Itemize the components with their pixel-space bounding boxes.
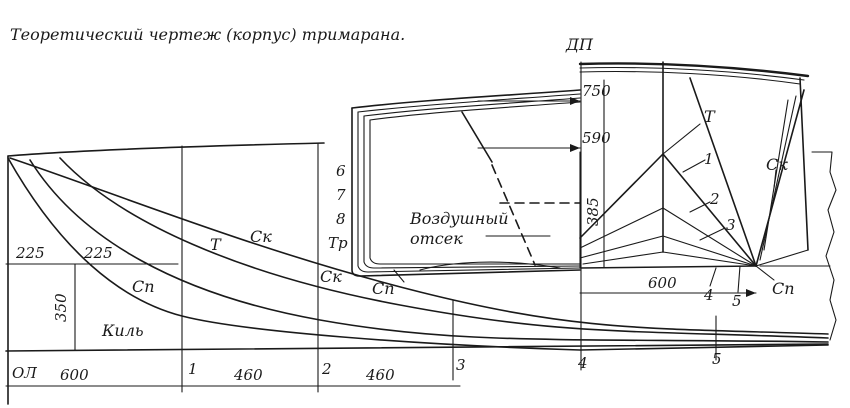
station-label-5: 5 bbox=[712, 350, 722, 368]
section-4-leader bbox=[709, 267, 717, 287]
body-sheer-label: Т bbox=[704, 107, 716, 126]
chine-side-leader bbox=[773, 169, 777, 189]
section-5-label: 5 bbox=[732, 292, 742, 310]
station-label-4: 4 bbox=[577, 354, 588, 372]
dim-600-label: 600 bbox=[648, 274, 677, 292]
chine-bottom-label: Сп bbox=[132, 277, 155, 296]
sheer-curve bbox=[9, 157, 829, 335]
centerline-label: ДП bbox=[565, 35, 594, 54]
left-chine-bottom-label: Сп bbox=[372, 279, 395, 298]
body-sheer-right bbox=[578, 62, 810, 78]
baseline-label: ОЛ bbox=[12, 364, 37, 382]
body-chine-bottom-label: Сп bbox=[772, 279, 795, 298]
station-label-2: 2 bbox=[321, 360, 332, 378]
body-plan-view bbox=[351, 61, 810, 297]
air-compartment-label-line2: отсек bbox=[410, 229, 463, 248]
left-chine-bottom-leader bbox=[393, 269, 405, 283]
section-side-right-3 bbox=[763, 99, 789, 251]
spacing-label-3: 460 bbox=[365, 366, 395, 384]
section-3-leader bbox=[699, 227, 726, 241]
section-1-leader bbox=[682, 159, 706, 173]
keel-offset-label-2: 225 bbox=[83, 244, 113, 262]
body-frame-outer bbox=[351, 107, 581, 277]
body-bottom-arch bbox=[419, 261, 561, 271]
station-label-1: 1 bbox=[188, 360, 198, 378]
section-side-right bbox=[755, 89, 805, 267]
section-4 bbox=[582, 251, 757, 267]
sheer-leader bbox=[662, 123, 701, 155]
body-sheer-outer bbox=[351, 89, 581, 109]
waterline-8-label: 8 bbox=[336, 210, 346, 228]
section-outer-bottom bbox=[755, 249, 809, 267]
chine-bottom-leader bbox=[755, 265, 775, 281]
section-3-label: 3 bbox=[726, 216, 736, 234]
body-frame-8 bbox=[369, 119, 581, 265]
drawing-caption: Теоретический чертеж (корпус) тримарана. bbox=[10, 25, 405, 44]
body-sheer-7 bbox=[363, 97, 581, 117]
air-compartment-diagonal-top bbox=[461, 111, 493, 163]
body-sheer-8 bbox=[369, 101, 581, 121]
body-sheer-6 bbox=[357, 93, 581, 113]
keel-height-label: 350 bbox=[52, 293, 70, 322]
section-5-leader bbox=[737, 265, 741, 293]
section-4-label: 4 bbox=[703, 286, 714, 304]
section-side-right-2 bbox=[759, 95, 797, 261]
station-label-3: 3 bbox=[456, 356, 466, 374]
waterline-tr-label: Тр bbox=[328, 234, 348, 252]
section-2-leader bbox=[689, 201, 711, 213]
section-keel-line bbox=[689, 77, 757, 267]
base-line bbox=[5, 343, 829, 352]
left-chine-side-label: Ск bbox=[320, 267, 342, 286]
dim-590-label: 590 bbox=[582, 129, 611, 147]
chine-side-curve bbox=[59, 157, 829, 339]
body-sheer-right-2 bbox=[579, 66, 805, 81]
keel-offset-label-1: 225 bbox=[15, 244, 45, 262]
body-frame-7 bbox=[363, 115, 581, 269]
sheer-top-line bbox=[7, 142, 325, 157]
keel-curve bbox=[7, 157, 829, 351]
air-compartment-label-line1: Воздушный bbox=[409, 209, 509, 228]
dim-590-arrow bbox=[570, 144, 580, 152]
dim-750-arrow bbox=[570, 97, 580, 105]
waterline-6-label: 6 bbox=[336, 162, 346, 180]
body-frame-6 bbox=[357, 111, 581, 273]
dim-385-label: 385 bbox=[584, 197, 602, 226]
profile-view bbox=[5, 61, 837, 405]
section-1-label: 1 bbox=[704, 150, 714, 168]
chine-bottom-curve bbox=[29, 159, 829, 343]
stern-break-line bbox=[811, 151, 837, 341]
dim-750-label: 750 bbox=[582, 82, 611, 100]
body-bottom-right bbox=[579, 265, 757, 269]
sheer-label: Т bbox=[210, 235, 222, 254]
keel-label: Киль bbox=[101, 321, 144, 340]
body-chine-side-label: Ск bbox=[766, 155, 788, 174]
air-compartment-diagonal-dash bbox=[491, 164, 536, 266]
body-sheer-right-3 bbox=[579, 70, 801, 85]
section-outer-side bbox=[799, 77, 809, 251]
waterline-7-label: 7 bbox=[336, 186, 346, 204]
spacing-label-2: 460 bbox=[233, 366, 263, 384]
chine-side-label: Ск bbox=[250, 227, 272, 246]
spacing-label-1: 600 bbox=[60, 366, 89, 384]
dim-600-arrow bbox=[746, 289, 756, 297]
section-2-label: 2 bbox=[709, 190, 720, 208]
